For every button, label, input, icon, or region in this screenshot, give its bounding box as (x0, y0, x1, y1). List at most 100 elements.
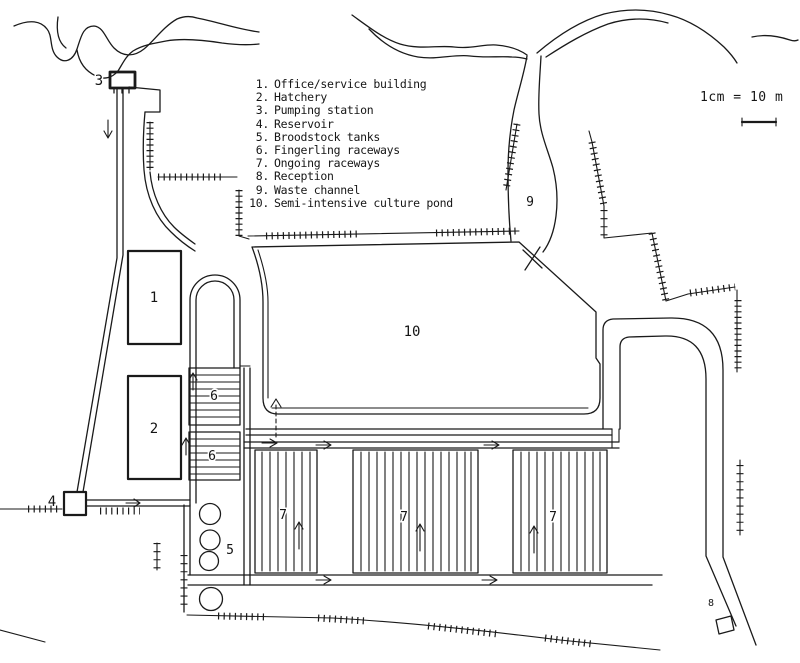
river (13, 9, 799, 79)
flow-arrow-up (415, 523, 425, 552)
inlet-arrow-head (270, 398, 282, 408)
pond-outline (251, 241, 601, 415)
legend-item-label: Hatchery (274, 90, 327, 105)
waste-channel-east-bank (538, 55, 558, 253)
embankment-line (238, 189, 250, 240)
culture-pond: 10 (247, 227, 601, 438)
road-strips (187, 428, 663, 586)
legend-item: 1. Office/service building (242, 77, 453, 91)
gate-x-mark (522, 246, 543, 271)
legend-item-label: Reception (274, 169, 334, 184)
hatchery-building-outline (126, 374, 183, 481)
pumping-station: 3 (93, 70, 137, 94)
legend-item: 3.Pumping station (242, 104, 453, 117)
legend-item-number: 10. (249, 195, 269, 210)
broodstock-tanks: 5 (198, 502, 235, 612)
raceway-block-outline (254, 449, 318, 574)
scale-text: 1cm = 10 m (700, 90, 784, 105)
raceway-block-outline (512, 449, 608, 574)
river-bank (545, 18, 669, 58)
flow-arrow-right (315, 440, 332, 450)
east-access-road (602, 317, 757, 646)
legend-item-number: 7. (255, 156, 270, 171)
waste-channel: 9 (502, 55, 558, 253)
broodstock-tank (198, 502, 222, 526)
ongoing-raceways-1: 7 (254, 449, 318, 574)
river-bank (751, 34, 799, 42)
south-perimeter (0, 612, 661, 651)
boundary-inner (149, 171, 196, 245)
embankment-hatching (689, 283, 736, 297)
embankment-hatching (427, 622, 499, 638)
office-building-outline (126, 249, 183, 346)
ongoing-raceways-2: 7 (352, 449, 479, 574)
legend-item: 7. Ongoing raceways (242, 157, 453, 170)
raceway-stripes (520, 451, 601, 572)
waste-channel-label: 9 (526, 195, 534, 210)
perimeter-line (186, 614, 661, 651)
legend-item-label: Reservoir (274, 116, 334, 131)
legend-item: 10. Semi-intensive culture pond (242, 195, 453, 210)
flow-arrow-right (261, 438, 278, 448)
legend-item-label: Fingerling raceways (274, 143, 400, 158)
road-edge (611, 428, 620, 449)
office-building: 1 (126, 249, 183, 346)
reception: 8 (706, 597, 735, 635)
legend-item-number: 2. (255, 90, 270, 105)
embankment-hatching (544, 634, 593, 648)
office-building-label: 1 (150, 290, 158, 306)
reception-label: 8 (708, 598, 714, 609)
flow-arrow-right (125, 498, 141, 508)
embankment-line (505, 123, 518, 191)
pipe-line (76, 87, 118, 493)
waste-channel-west-bank (507, 55, 528, 242)
broodstock-tanks-label: 5 (226, 543, 234, 558)
fingerling-raceways-label: 6 (210, 389, 218, 404)
embankment-line (588, 130, 736, 302)
perimeter-line (0, 629, 46, 643)
legend-item-number: 3. (255, 103, 270, 118)
raceway-stripes (360, 451, 472, 572)
hatchery-building: 2 (126, 374, 183, 481)
embankment-hatching (217, 612, 267, 621)
flow-arrow-right (483, 440, 500, 450)
broodstock-tank (199, 529, 221, 551)
flow-arrow-right (481, 575, 498, 585)
pipe-line (82, 87, 124, 493)
legend-item-label: Broodstock tanks (274, 129, 380, 144)
river-bank (117, 38, 260, 72)
legend-item-number: 5. (255, 129, 270, 144)
east-embankments (588, 130, 744, 536)
legend-item: 2. Hatchery (242, 91, 453, 104)
dike-road-line (247, 230, 520, 237)
reservoir-label: 4 (48, 494, 56, 510)
embankment-hatching (648, 232, 670, 302)
legend-item: 4.Reservoir (242, 116, 453, 131)
fingerling-raceways-1: 6 (188, 367, 241, 426)
flow-arrow-down (103, 119, 113, 139)
reservoir-tank (62, 490, 88, 517)
reception-building (715, 615, 735, 635)
river-bank (368, 28, 528, 60)
legend-item-number: 1. (255, 77, 270, 91)
legend-item: 5. Broodstock tanks (242, 129, 453, 144)
legend-item-label: Semi-intensive culture pond (274, 195, 453, 210)
legend-item-label: Office/service building (274, 77, 427, 91)
embankment-hatching (317, 614, 367, 625)
raceway-stripes (261, 451, 311, 572)
boundary-outer (142, 111, 196, 252)
fingerling-raceways-2: 6 (188, 431, 241, 481)
road-edge (619, 335, 737, 627)
raceway-block-outline (188, 367, 241, 426)
legend-item-number: 8. (255, 169, 270, 184)
raceway-block-outline (352, 449, 479, 574)
road-edge (189, 274, 241, 506)
ongoing-raceways-label: 7 (279, 508, 287, 523)
raceway-stripes (189, 374, 240, 418)
river-meander (56, 16, 67, 49)
supply-pipe (76, 87, 124, 493)
legend-item-label: Ongoing raceways (274, 156, 380, 171)
ongoing-raceways-3: 7 (512, 449, 608, 574)
